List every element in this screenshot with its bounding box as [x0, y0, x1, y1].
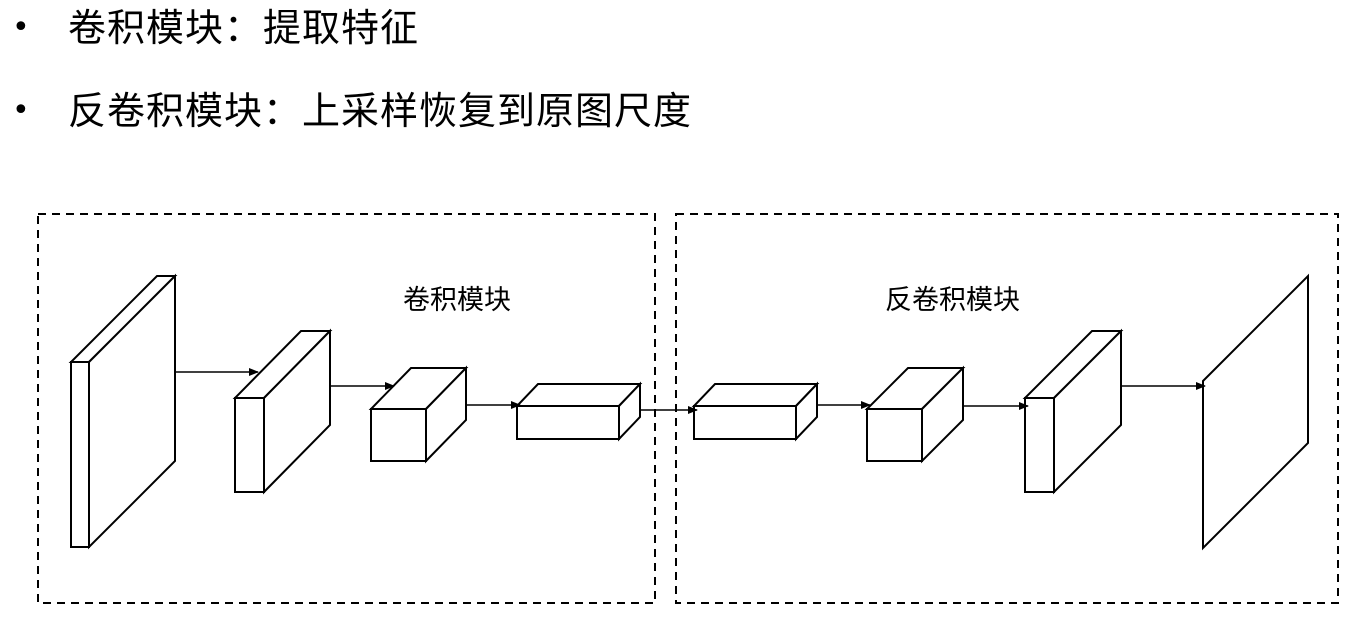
bullet-text-deconv: 反卷积模块：上采样恢复到原图尺度: [68, 89, 693, 133]
deconv-module-label: 反卷积模块: [885, 285, 1020, 316]
conv-module-label: 卷积模块: [403, 285, 511, 316]
bottleneck-feature-block: [514, 381, 643, 442]
output-feature-plane: [1202, 273, 1309, 551]
conv-module-region: [37, 213, 656, 604]
deconv-feature-block-3: [1022, 328, 1124, 495]
deconv-module-region: [675, 213, 1339, 604]
bullet-dot-icon: •: [12, 93, 30, 128]
deconv-feature-block-1: [691, 381, 820, 442]
deconv-feature-block-2: [864, 365, 966, 464]
conv-feature-block-2: [368, 365, 469, 464]
bullet-dot-icon: •: [12, 10, 30, 45]
bullet-text-conv: 卷积模块：提取特征: [68, 6, 420, 50]
conv-feature-block-1: [232, 328, 333, 495]
input-feature-block: [68, 273, 178, 550]
